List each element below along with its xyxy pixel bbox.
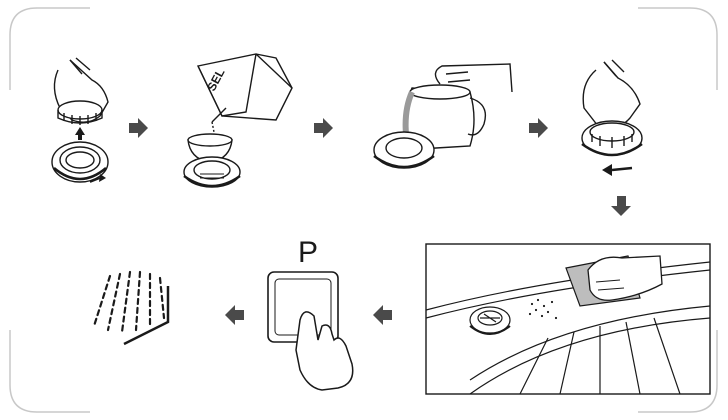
hand-unscrew-cap-icon: [51, 57, 109, 183]
arrow-down-icon: [611, 196, 631, 216]
arrow-right-icon: [314, 118, 333, 138]
arrow-left-icon: [225, 305, 244, 325]
hand-wipe-cloth-icon: [425, 243, 711, 395]
arrow-left-icon: [373, 305, 392, 325]
basket-outline: [123, 286, 170, 346]
program-button-label: P: [298, 236, 318, 269]
arrow-right-icon: [129, 118, 148, 138]
outer-frame: [9, 7, 718, 413]
salt-box-funnel-icon: [183, 53, 293, 188]
water-jug-pour-icon: [373, 63, 513, 169]
spray-jets-icon: [92, 270, 166, 334]
finger-press-button-icon: [267, 271, 354, 391]
hand-screw-cap-icon: [581, 59, 643, 176]
arrow-right-icon: [529, 118, 548, 138]
